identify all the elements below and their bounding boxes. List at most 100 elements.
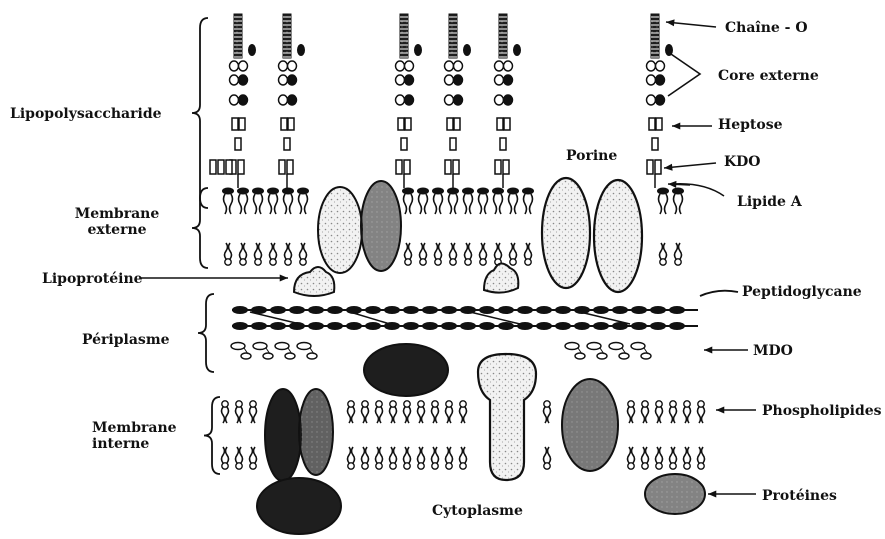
core-sugar [454,95,463,105]
phospholipid-tail [446,447,449,463]
label-membrane-interne-line1: Membrane [92,420,177,436]
lipid-a-tail [239,194,242,214]
phospholipid-head [525,259,531,265]
lipid-a-tail [290,194,293,214]
lipid-a-tail [665,194,668,214]
phospholipid-tail [435,243,438,259]
mdo-unit [587,343,601,350]
phospholipid-tail [664,243,667,259]
phospholipid-tail [670,407,673,423]
core-sugar [405,75,414,85]
phospholipid-tail [250,407,253,423]
lipid-a-tail [659,194,662,214]
kdo-unit [453,160,459,174]
lipid-a-tail [464,194,467,214]
brace [192,188,208,268]
inner-membrane-protein [562,379,618,471]
peptide-crosslink [580,312,630,324]
phospholipid-tail [348,407,351,423]
phospholipid-tail [450,243,453,259]
phospholipid-head [250,401,256,407]
core-sugar [647,95,656,105]
core-sugar [504,75,513,85]
arrow-proteines-head [708,490,716,497]
heptose-unit [284,138,290,150]
lipid-a-tail [515,194,518,214]
phospholipid-tail [450,447,453,463]
phospholipid-head [675,259,681,265]
phospholipid-tail [409,243,412,259]
kdo-unit [226,160,232,174]
core-sugar [279,95,288,105]
label-mdo: MDO [753,343,793,359]
lipid-a-head [237,188,249,195]
label-chaine-o: Chaîne - O [725,20,808,36]
phospholipid-tail [408,447,411,463]
lipoprotein-left [294,267,334,296]
cytoplasmic-protein [257,478,341,534]
phospholipid-tail [362,407,365,423]
phospholipid-tail [525,243,528,259]
phospholipid-tail [380,447,383,463]
label-porine: Porine [566,148,617,164]
core-sugar [504,61,513,71]
mdo-unit [631,343,645,350]
mdo-unit [297,343,311,350]
label-periplasme: Périplasme [82,332,170,348]
lipoprotein-right [484,263,518,292]
phospholipid-tail [222,447,225,463]
phospholipid-tail [422,407,425,423]
lipid-a-head [507,188,519,195]
phospholipid-head [390,463,396,469]
phospholipid-tail [460,407,463,423]
phospholipid-tail [480,243,483,259]
porin-right [594,180,642,292]
phospholipid-tail [376,407,379,423]
label-membrane-externe-line2: externe [62,222,172,238]
lipid-a-tail [470,194,473,214]
phospholipid-tail [688,447,691,463]
phospholipid-tail [236,447,239,463]
core-sugar [405,61,414,71]
lipid-a-head [252,188,264,195]
phospholipid-head [544,401,550,407]
lipid-a-tail [455,194,458,214]
heptose-unit [447,118,453,130]
phospholipid-tail [698,447,701,463]
lipid-a-head [297,188,309,195]
phospholipid-tail [418,407,421,423]
phospholipid-head [432,463,438,469]
lipid-a-tail [509,194,512,214]
mdo-unit [231,343,245,350]
label-membrane-externe: Membrane externe [62,206,172,238]
phospholipid-tail [660,243,663,259]
label-cytoplasme: Cytoplasme [432,503,523,519]
lps-molecule [279,14,306,188]
phospholipid-head [698,463,704,469]
phospholipid-tail [646,407,649,423]
lipid-a-tail [260,194,263,214]
core-sugar [239,61,248,71]
phospholipid-tail [660,407,663,423]
periplasmic-protein [364,344,448,396]
phospholipid-tail [432,407,435,423]
phospholipid-head [628,401,634,407]
lipid-a-tail [269,194,272,214]
phospholipid-tail [465,243,468,259]
phospholipid-tail [240,407,243,423]
phospholipid-head [236,463,242,469]
phospholipid-tail [544,407,547,423]
phospholipid-tail [646,447,649,463]
kdo-unit [210,160,216,174]
peptide-crosslink [470,312,520,324]
label-lipopolysaccharide: Lipopolysaccharide [10,106,162,122]
lps-molecule [495,14,522,188]
heptose-unit [401,138,407,150]
lipid-a-tail [449,194,452,214]
phospholipid-head [460,401,466,407]
heptose-unit [652,138,658,150]
core-sugar [445,95,454,105]
phospholipid-tail [656,447,659,463]
core-sugar [230,75,239,85]
arrow-phospholipides-head [716,406,724,413]
